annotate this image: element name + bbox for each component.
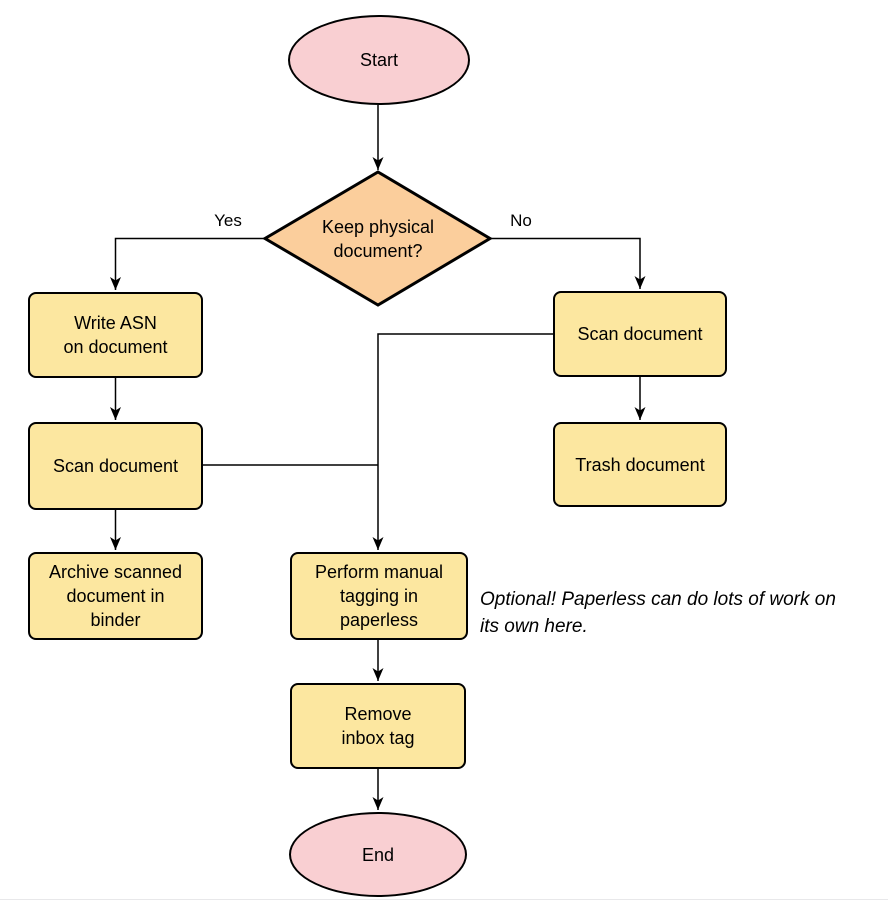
edge-decision-yes-to-write-asn — [110, 237, 265, 290]
node-start: Start — [288, 15, 470, 105]
node-scan-document-right: Scan document — [553, 291, 727, 377]
node-decision-keep-physical-document: Keep physical document? — [321, 216, 435, 261]
annotation-optional-note: Optional! Paperless can do lots of work … — [480, 589, 836, 637]
node-archive-scanned-document: Archive scanned document in binder — [28, 552, 203, 640]
decision-diamond-shape — [262, 170, 493, 307]
edge-decision-no-to-scan-right — [490, 237, 646, 289]
bottom-divider-line — [0, 899, 888, 900]
node-scan-document-left: Scan document — [28, 422, 203, 510]
node-remove-inbox-tag: Remove inbox tag — [290, 683, 466, 769]
edge-scan-right-to-perform-tagging — [372, 333, 553, 550]
edge-label-yes: Yes — [214, 211, 242, 230]
edge-label-no: No — [510, 211, 532, 230]
node-perform-manual-tagging: Perform manual tagging in paperless — [290, 552, 468, 640]
node-write-asn-on-document: Write ASN on document — [28, 292, 203, 378]
node-end: End — [289, 812, 467, 897]
node-trash-document: Trash document — [553, 422, 727, 507]
